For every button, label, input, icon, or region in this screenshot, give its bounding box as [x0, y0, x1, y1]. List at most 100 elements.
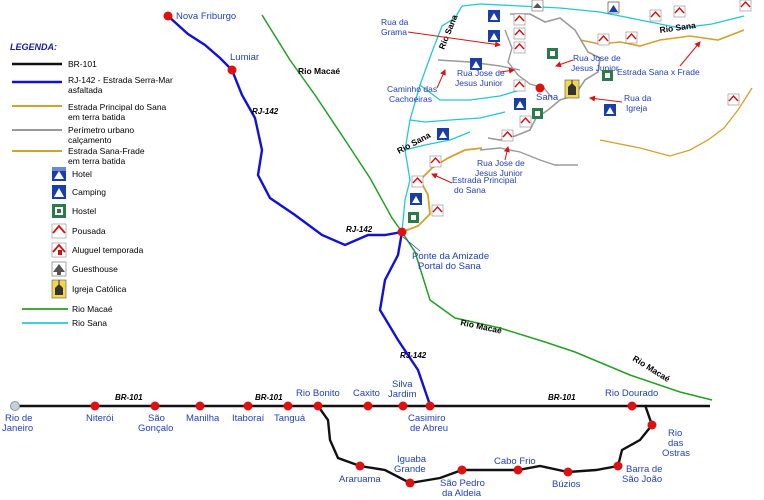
iguaba-grande-dot[interactable] [405, 478, 415, 488]
camping-icon[interactable] [488, 30, 500, 42]
rj142-label-a: RJ-142 [252, 107, 279, 116]
legend-igreja-catolica-icon [51, 279, 67, 299]
rio-de-janeiro-dot[interactable] [10, 401, 20, 411]
manilha-label: Manilha [186, 413, 220, 424]
br101-label-a: BR-101 [115, 393, 143, 402]
br101-label-b: BR-101 [255, 393, 283, 402]
pousada-icon[interactable] [411, 175, 424, 188]
camping-icon[interactable] [488, 10, 500, 22]
legend-pousada-icon [51, 223, 67, 239]
hostel-icon[interactable] [547, 48, 558, 59]
araruama-dot[interactable] [355, 461, 365, 471]
rio-sana-upper [461, 3, 745, 29]
tangua-dot[interactable] [283, 401, 293, 411]
pousada-icon[interactable] [649, 9, 662, 22]
tangua-label: Tanguá [274, 413, 306, 424]
legend-pousada-label: Pousada [72, 226, 106, 236]
ponte-label-2: Portal do Sana [418, 261, 482, 272]
pousada-icon[interactable] [513, 27, 526, 40]
poi-icons [408, 0, 752, 223]
camping-icon[interactable] [410, 193, 422, 205]
rua-grama-label-1: Rua da [381, 17, 409, 27]
buzios-dot[interactable] [563, 467, 573, 477]
legend-igreja-label: Igreja Católica [72, 284, 127, 294]
estrada-sana-frade-arrow [679, 41, 701, 67]
camping-icon[interactable] [470, 58, 482, 70]
legend-perimetro-label-1: Perímetro urbano [68, 125, 134, 135]
estrada-sana-frade-east [599, 87, 753, 157]
cabo-frio-dot[interactable] [513, 465, 523, 475]
lumiar-dot[interactable] [227, 65, 237, 75]
janeiro-label: Janeiro [2, 423, 33, 434]
pousada-icon[interactable] [597, 33, 610, 46]
rio-sana-mid [419, 84, 521, 101]
estrada-principal-label-1: Estrada Principal [452, 175, 516, 185]
camping-icon[interactable] [604, 104, 616, 116]
hostel-icon[interactable] [602, 70, 613, 81]
niteroi-dot[interactable] [90, 401, 100, 411]
rio-dourado-dot[interactable] [627, 401, 637, 411]
legend-perimetro-label-2: calçamento [68, 135, 112, 145]
camping-icon[interactable] [437, 128, 449, 140]
guesthouse-icon[interactable] [531, 0, 544, 12]
barra-de-sao-joao-dot[interactable] [613, 461, 623, 471]
rio-bonito-label: Rio Bonito [296, 388, 340, 399]
ponte-da-amizade-dot[interactable] [397, 227, 407, 237]
hostel-icon[interactable] [408, 212, 419, 223]
pousada-icon[interactable] [501, 129, 514, 142]
pousada-icon[interactable] [673, 5, 686, 18]
caxito-dot[interactable] [363, 401, 373, 411]
rua-grama-arrow [407, 31, 501, 48]
legend-estrada-principal-label-1: Estrada Principal do Sana [68, 102, 167, 112]
rio-dourado-label: Rio Dourado [605, 388, 658, 399]
legend-title: LEGENDA: [10, 42, 57, 52]
rua-jose-b-label-1: Rua Jose de [573, 53, 621, 63]
sao-label: São [148, 413, 165, 424]
igreja-catolica-icon[interactable] [564, 79, 580, 99]
da-aldeia-label: da Aldeia [442, 488, 482, 499]
legend-rio-sana-label: Rio Sana [72, 318, 107, 328]
itaborai-dot[interactable] [243, 401, 253, 411]
legend-hostel-icon [52, 204, 66, 218]
lumiar-label: Lumiar [230, 52, 259, 63]
hostel-icon[interactable] [532, 108, 543, 119]
pousada-icon[interactable] [513, 13, 526, 26]
pousada-icon[interactable] [739, 0, 752, 12]
camping-icon[interactable] [514, 98, 526, 110]
legend-estrada-principal-label-2: em terra batida [68, 112, 125, 122]
pousada-icon[interactable] [431, 204, 444, 217]
grande-label: Grande [394, 464, 426, 475]
pousada-icon[interactable] [429, 155, 442, 168]
nova-friburgo-dot[interactable] [163, 11, 173, 21]
estrada-sana-frade-label: Estrada Sana x Frade [617, 67, 700, 77]
hotel-icon[interactable] [607, 1, 620, 14]
legend-rio-macae-label: Rio Macaé [72, 304, 113, 314]
sana-dot[interactable] [535, 83, 545, 93]
manilha-dot[interactable] [195, 401, 205, 411]
casimiro-de-abreu-dot[interactable] [425, 401, 435, 411]
sao-goncalo-dot[interactable] [150, 401, 160, 411]
perimetro-urbano-line [487, 13, 601, 141]
legend-sana-frade-label-2: em terra batida [68, 156, 125, 166]
rio-das-ostras-dot[interactable] [647, 420, 657, 430]
sao-joao-label: São João [622, 474, 662, 485]
rua-igreja-arrow [589, 95, 623, 103]
sana-label: Sana [536, 92, 559, 103]
itaborai-label: Itaboraí [232, 413, 265, 424]
caminho-label-1: Caminho das [387, 84, 437, 94]
silva-jardim-dot[interactable] [398, 401, 408, 411]
legend-hostel-label: Hostel [72, 206, 96, 216]
silva-label: Silva [392, 379, 413, 390]
rio-sana-label-2: Rio Sana [395, 130, 432, 156]
legend-rj142-label-2: asfaltada [68, 85, 103, 95]
pousada-icon[interactable] [625, 31, 638, 44]
sao-pedro-da-aldeia-dot[interactable] [457, 465, 467, 475]
rua-igreja-label-1: Rua da [624, 93, 652, 103]
pousada-icon[interactable] [519, 115, 532, 128]
pousada-icon[interactable] [727, 93, 740, 106]
rio-bonito-dot[interactable] [313, 401, 323, 411]
pousada-icon[interactable] [513, 79, 526, 92]
pousada-icon[interactable] [513, 41, 526, 54]
rua-jose-b-label-2: Jesus Junior [571, 63, 619, 73]
nova-friburgo-label: Nova Friburgo [176, 11, 236, 22]
